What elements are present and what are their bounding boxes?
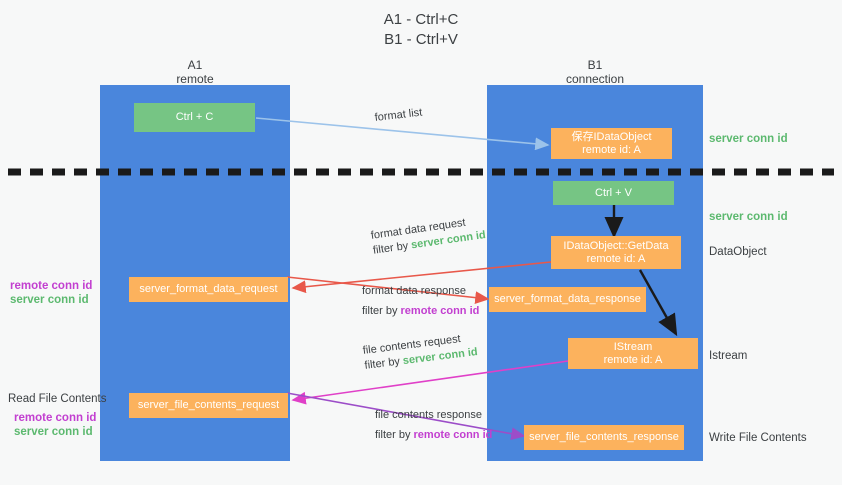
annotation-dataobject: DataObject [709, 246, 767, 258]
node-server-file-contents-response[interactable]: server_file_contents_response [524, 425, 684, 450]
annotation-server-conn-id-upper: server conn id [10, 294, 89, 306]
edge-label-file-contents-response-filter: filter by remote conn id [375, 429, 493, 441]
annotation-istream: Istream [709, 350, 748, 362]
node-idataobject-getdata[interactable]: IDataObject::GetData remote id: A [551, 236, 681, 269]
annotation-write-file-contents: Write File Contents [709, 432, 807, 444]
column-header-a1-name: A1 [187, 58, 203, 72]
annotation-server-conn-id-top: server conn id [709, 133, 788, 145]
edge-label-format-list: format list [374, 106, 423, 126]
node-idataobject-getdata-line2: remote id: A [586, 252, 646, 265]
node-save-idataobject[interactable]: 保存IDataObject remote id: A [551, 128, 672, 159]
page-title: A1 - Ctrl+C B1 - Ctrl+V [383, 11, 459, 48]
node-server-format-data-response-label: server_format_data_response [494, 293, 641, 305]
edge-label-format-data-request: format data request filter by server con… [370, 213, 487, 259]
column-header-b1: B1 connection [515, 58, 675, 86]
node-save-idataobject-line2: remote id: A [582, 143, 641, 156]
node-server-format-data-request[interactable]: server_format_data_request [129, 277, 288, 302]
edge-label-format-data-response-text: format data response [362, 285, 466, 297]
token-remote-conn-id: remote conn id [400, 305, 480, 317]
annotation-read-file-contents: Read File Contents [8, 393, 107, 405]
edge-label-file-contents-response-text: file contents response [375, 409, 483, 421]
edge-label-format-list-text: format list [374, 106, 423, 124]
column-header-b1-name: B1 [587, 58, 603, 72]
node-server-file-contents-request[interactable]: server_file_contents_request [129, 393, 288, 418]
annotation-remote-conn-id-upper: remote conn id [10, 280, 93, 292]
node-ctrl-c-label: Ctrl + C [175, 111, 214, 123]
node-ctrl-v-label: Ctrl + V [595, 186, 632, 199]
node-ctrl-c[interactable]: Ctrl + C [134, 103, 255, 132]
node-server-format-data-request-label: server_format_data_request [139, 283, 278, 295]
node-server-format-data-response[interactable]: server_format_data_response [489, 287, 646, 312]
edge-label-file-contents-request: file contents request filter by server c… [362, 330, 479, 374]
annotation-remote-conn-id-lower: remote conn id [14, 412, 97, 424]
node-server-file-contents-request-label: server_file_contents_request [137, 399, 280, 411]
column-header-a1-sub: remote [176, 72, 214, 86]
annotation-conn-ids-upper: remote conn id server conn id [10, 279, 92, 307]
node-istream-line1: IStream [613, 340, 653, 353]
edge-label-format-data-response-filter: filter by remote conn id [362, 305, 480, 317]
node-idataobject-getdata-line1: IDataObject::GetData [563, 239, 669, 252]
edge-label-file-contents-response: file contents response filter by remote … [375, 408, 492, 443]
node-save-idataobject-line1: 保存IDataObject [571, 130, 652, 143]
column-header-b1-sub: connection [565, 72, 625, 86]
node-istream-line2: remote id: A [603, 353, 663, 366]
annotation-server-conn-id-mid: server conn id [709, 211, 788, 223]
annotation-conn-ids-lower: remote conn id server conn id [14, 411, 96, 439]
token-remote-conn-id: remote conn id [413, 429, 493, 441]
annotation-server-conn-id-lower: server conn id [14, 426, 93, 438]
column-header-a1: A1 remote [115, 58, 275, 86]
node-server-file-contents-response-label: server_file_contents_response [529, 431, 679, 443]
edge-label-format-data-response: format data response filter by remote co… [362, 284, 479, 319]
node-ctrl-v[interactable]: Ctrl + V [553, 181, 674, 205]
node-istream[interactable]: IStream remote id: A [568, 338, 698, 369]
